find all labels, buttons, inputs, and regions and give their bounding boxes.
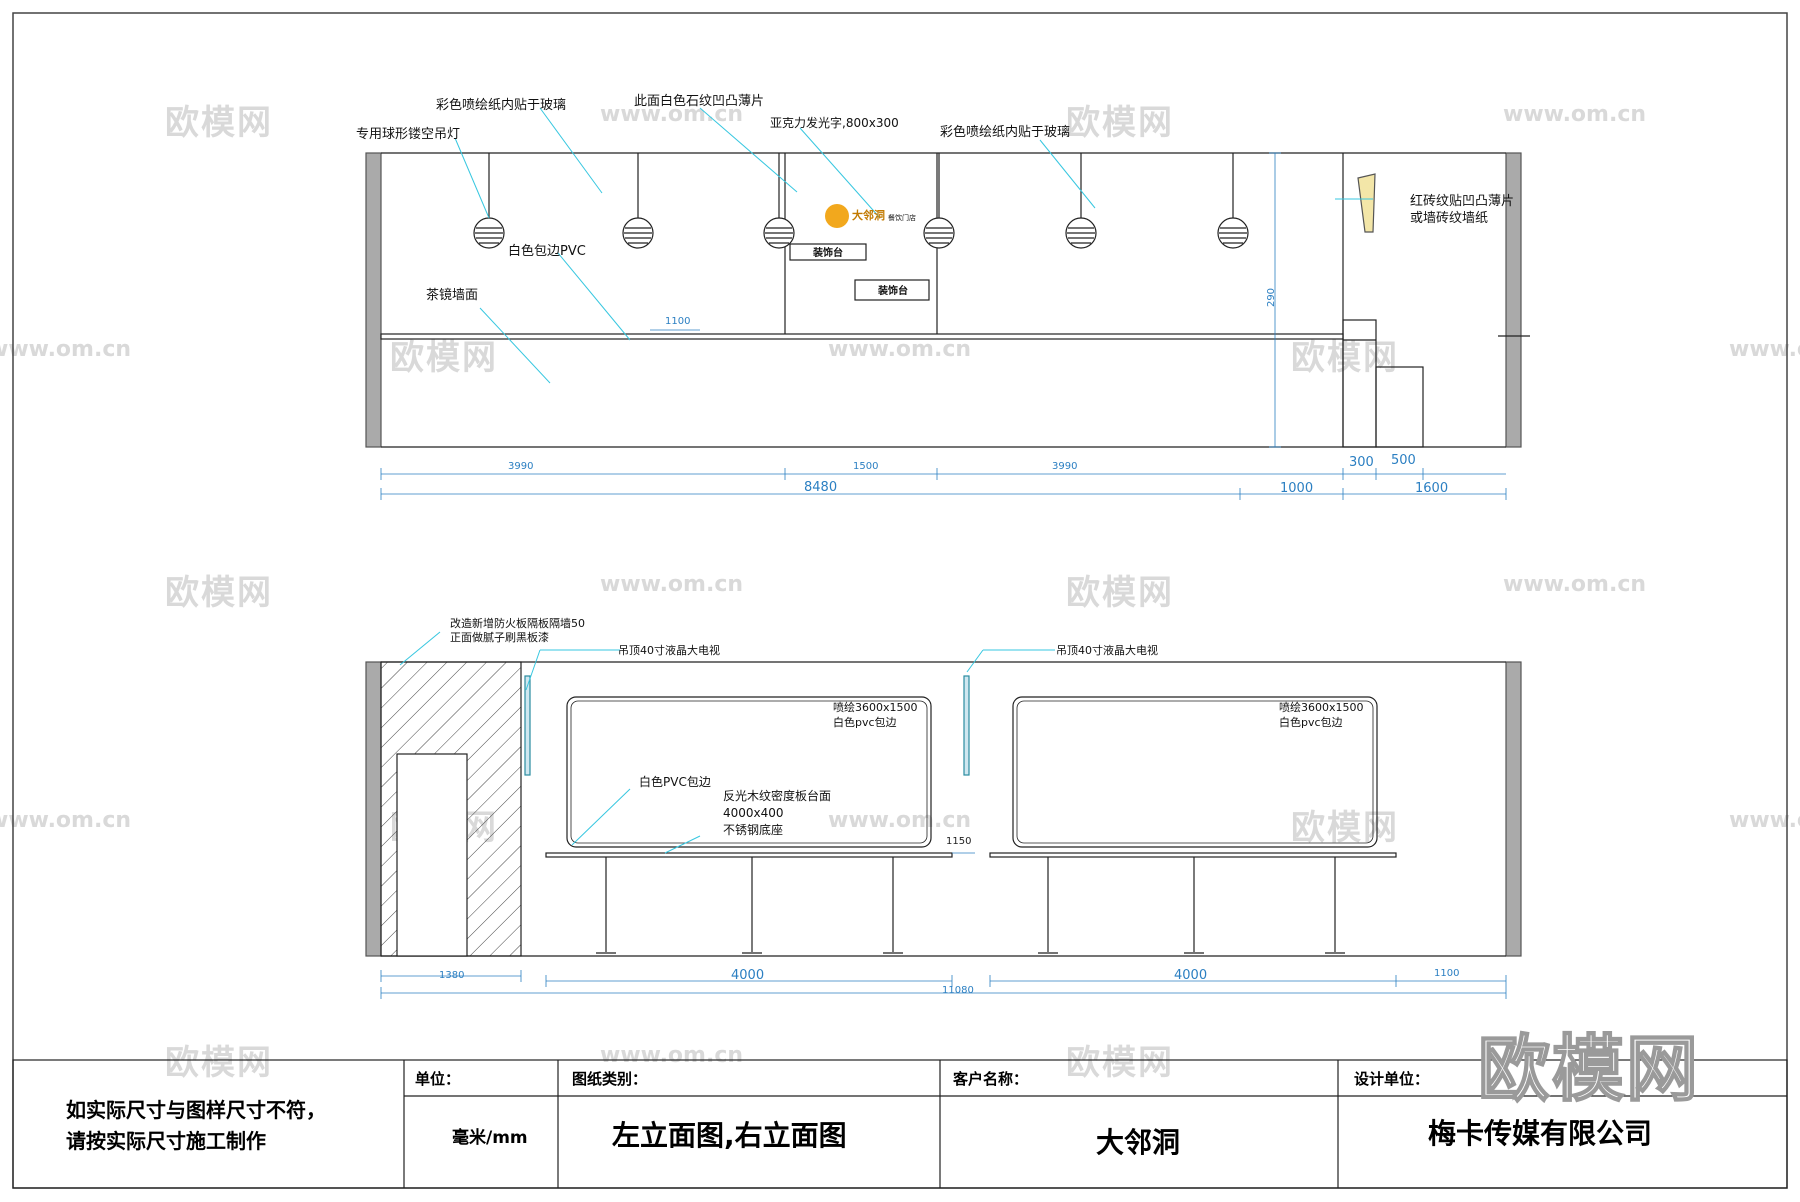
upper-elevation — [365, 152, 1530, 448]
unit-heading: 单位： — [415, 1070, 461, 1088]
table-leg — [1325, 857, 1345, 954]
leader-lines — [399, 631, 1055, 854]
note-line: 如实际尺寸与图样尺寸不符， — [66, 1098, 326, 1122]
table-top — [989, 852, 1397, 858]
print-label: 白色pvc包边 — [1279, 716, 1343, 729]
print-panel — [1012, 696, 1378, 848]
table-label: 4000x400 — [723, 806, 784, 820]
dimension-label: 4000 — [731, 968, 765, 983]
mirror-wall-label: 茶镜墙面 — [426, 288, 479, 303]
table-leg — [883, 857, 903, 954]
dimension-label: 1380 — [439, 970, 465, 981]
dimension-label: 1500 — [853, 461, 879, 472]
dimension-label: 500 — [1391, 453, 1416, 468]
pendant-lamp — [1065, 153, 1097, 249]
tv-screen — [524, 675, 531, 776]
partition-door — [396, 753, 468, 957]
dimension-label: 3990 — [1052, 461, 1078, 472]
print-label: 喷绘3600x1500 — [1279, 701, 1364, 714]
drawing-type-value: 左立面图,右立面图 — [612, 1119, 847, 1152]
logo-badge — [825, 204, 849, 228]
pendant-lamp-label: 专用球形镂空吊灯 — [356, 127, 461, 142]
white-stone-label: 此面白色石纹凹凸薄片 — [634, 94, 765, 109]
tv-label: 吊顶40寸液晶大电视 — [1056, 644, 1158, 657]
dimension-label: 1600 — [1415, 481, 1449, 496]
dimension-label: 300 — [1349, 455, 1374, 470]
lower-dimensions — [380, 852, 1507, 999]
pendant-lamp — [763, 153, 795, 249]
title-block — [12, 1059, 1788, 1189]
dimension-label: 1000 — [1280, 481, 1314, 496]
print-label: 白色pvc包边 — [833, 716, 897, 729]
tv-screen — [963, 675, 970, 776]
counter-ledge — [380, 333, 1344, 340]
designer-value: 梅卡传媒有限公司 — [1428, 1117, 1653, 1150]
deco-shelf — [854, 279, 930, 301]
table-leg — [1184, 857, 1204, 954]
table-leg — [742, 857, 762, 954]
side-block — [1375, 366, 1424, 448]
side-cabinet — [1342, 319, 1377, 448]
table-label: 不锈钢底座 — [723, 823, 784, 837]
leader-lines — [454, 107, 1373, 384]
inkjet-paper-label: 彩色喷绘纸内贴于玻璃 — [940, 125, 1071, 140]
partition-label: 正面做腻子刷黑板漆 — [450, 631, 549, 644]
deco-shelf-label: 装饰台 — [878, 286, 908, 297]
print-label: 喷绘3600x1500 — [833, 701, 918, 714]
table-leg — [596, 857, 616, 954]
pendant-lamp — [473, 153, 505, 249]
dimension-label: 11080 — [942, 985, 974, 996]
table-label: 反光木纹密度板台面 — [723, 789, 832, 803]
white-pvc-label: 白色包边PVC — [508, 244, 586, 259]
wall-lamp — [1357, 173, 1376, 233]
print-panel — [566, 696, 932, 848]
note-line: 请按实际尺寸施工制作 — [66, 1129, 266, 1153]
pendant-lamp — [622, 153, 654, 249]
logo-subtext: 餐饮门店 — [888, 214, 916, 222]
deco-shelf — [789, 243, 867, 261]
partition-label: 改造新增防火板隔板隔墙50 — [450, 617, 585, 630]
pendant-lamp — [1217, 153, 1249, 249]
dimension-label: 1100 — [1434, 968, 1460, 979]
dimension-label: 1100 — [665, 316, 691, 327]
dimension-label: 8480 — [804, 480, 838, 495]
unit-value: 毫米/mm — [452, 1128, 528, 1148]
table-leg — [1038, 857, 1058, 954]
dimension-label: 4000 — [1174, 968, 1208, 983]
dimension-label: 1150 — [946, 836, 972, 847]
acrylic-text-label: 亚克力发光字,800x300 — [770, 116, 899, 130]
left-wall-post — [365, 152, 382, 448]
upper-dimensions — [380, 152, 1507, 500]
right-wall-post — [1505, 661, 1522, 957]
tv-label: 吊顶40寸液晶大电视 — [618, 644, 720, 657]
lower-elevation — [365, 661, 1522, 957]
right-wall-post — [1505, 152, 1522, 448]
red-brick-label: 红砖纹贴凹凸薄片 — [1410, 194, 1515, 209]
dimension-label: 3990 — [508, 461, 534, 472]
client-heading: 客户名称： — [953, 1070, 1029, 1088]
logo-text: 大邻洞 — [852, 209, 885, 222]
client-value: 大邻洞 — [1096, 1126, 1181, 1159]
drawing-type-heading: 图纸类别： — [572, 1070, 648, 1088]
white-pvc-label: 白色PVC包边 — [639, 775, 711, 789]
table-top — [545, 852, 953, 858]
dimension-label: 290 — [1266, 287, 1278, 308]
designer-heading: 设计单位： — [1354, 1070, 1430, 1088]
left-wall-post — [365, 661, 382, 957]
deco-shelf-label: 装饰台 — [813, 248, 843, 259]
pendant-lamp — [923, 153, 955, 249]
red-brick-label: 或墙砖纹墙纸 — [1410, 211, 1489, 226]
watermark-logo: 欧模网 — [1477, 1026, 1701, 1112]
inkjet-paper-label: 彩色喷绘纸内贴于玻璃 — [436, 98, 567, 113]
